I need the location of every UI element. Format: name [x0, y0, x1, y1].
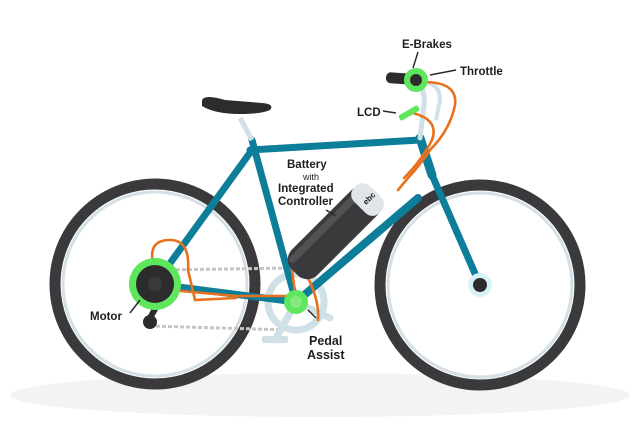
label-battery-controller: Controller [278, 196, 333, 208]
battery: ebc [287, 183, 384, 280]
label-battery: Battery [287, 159, 327, 171]
saddle [202, 97, 272, 142]
label-battery-integrated: Integrated [278, 183, 334, 195]
label-battery-with: with [302, 172, 319, 182]
hub-motor [129, 258, 181, 310]
frame [151, 133, 484, 306]
front-wheel [374, 179, 586, 391]
rear-wheel [49, 178, 261, 390]
label-motor: Motor [90, 311, 122, 323]
leader-lines [129, 51, 457, 319]
label-throttle: Throttle [460, 66, 503, 78]
throttle-highlight [404, 68, 428, 92]
front-hub [468, 273, 492, 297]
chainring [262, 270, 334, 344]
chain [149, 266, 293, 332]
ground-shadow [10, 373, 630, 417]
label-lcd: LCD [357, 107, 381, 119]
label-ebrakes: E-Brakes [402, 39, 452, 51]
lcd-display [398, 105, 420, 121]
pedal-assist-sensor [284, 290, 308, 314]
label-pedal: Pedal [309, 334, 342, 348]
label-assist: Assist [307, 348, 345, 362]
